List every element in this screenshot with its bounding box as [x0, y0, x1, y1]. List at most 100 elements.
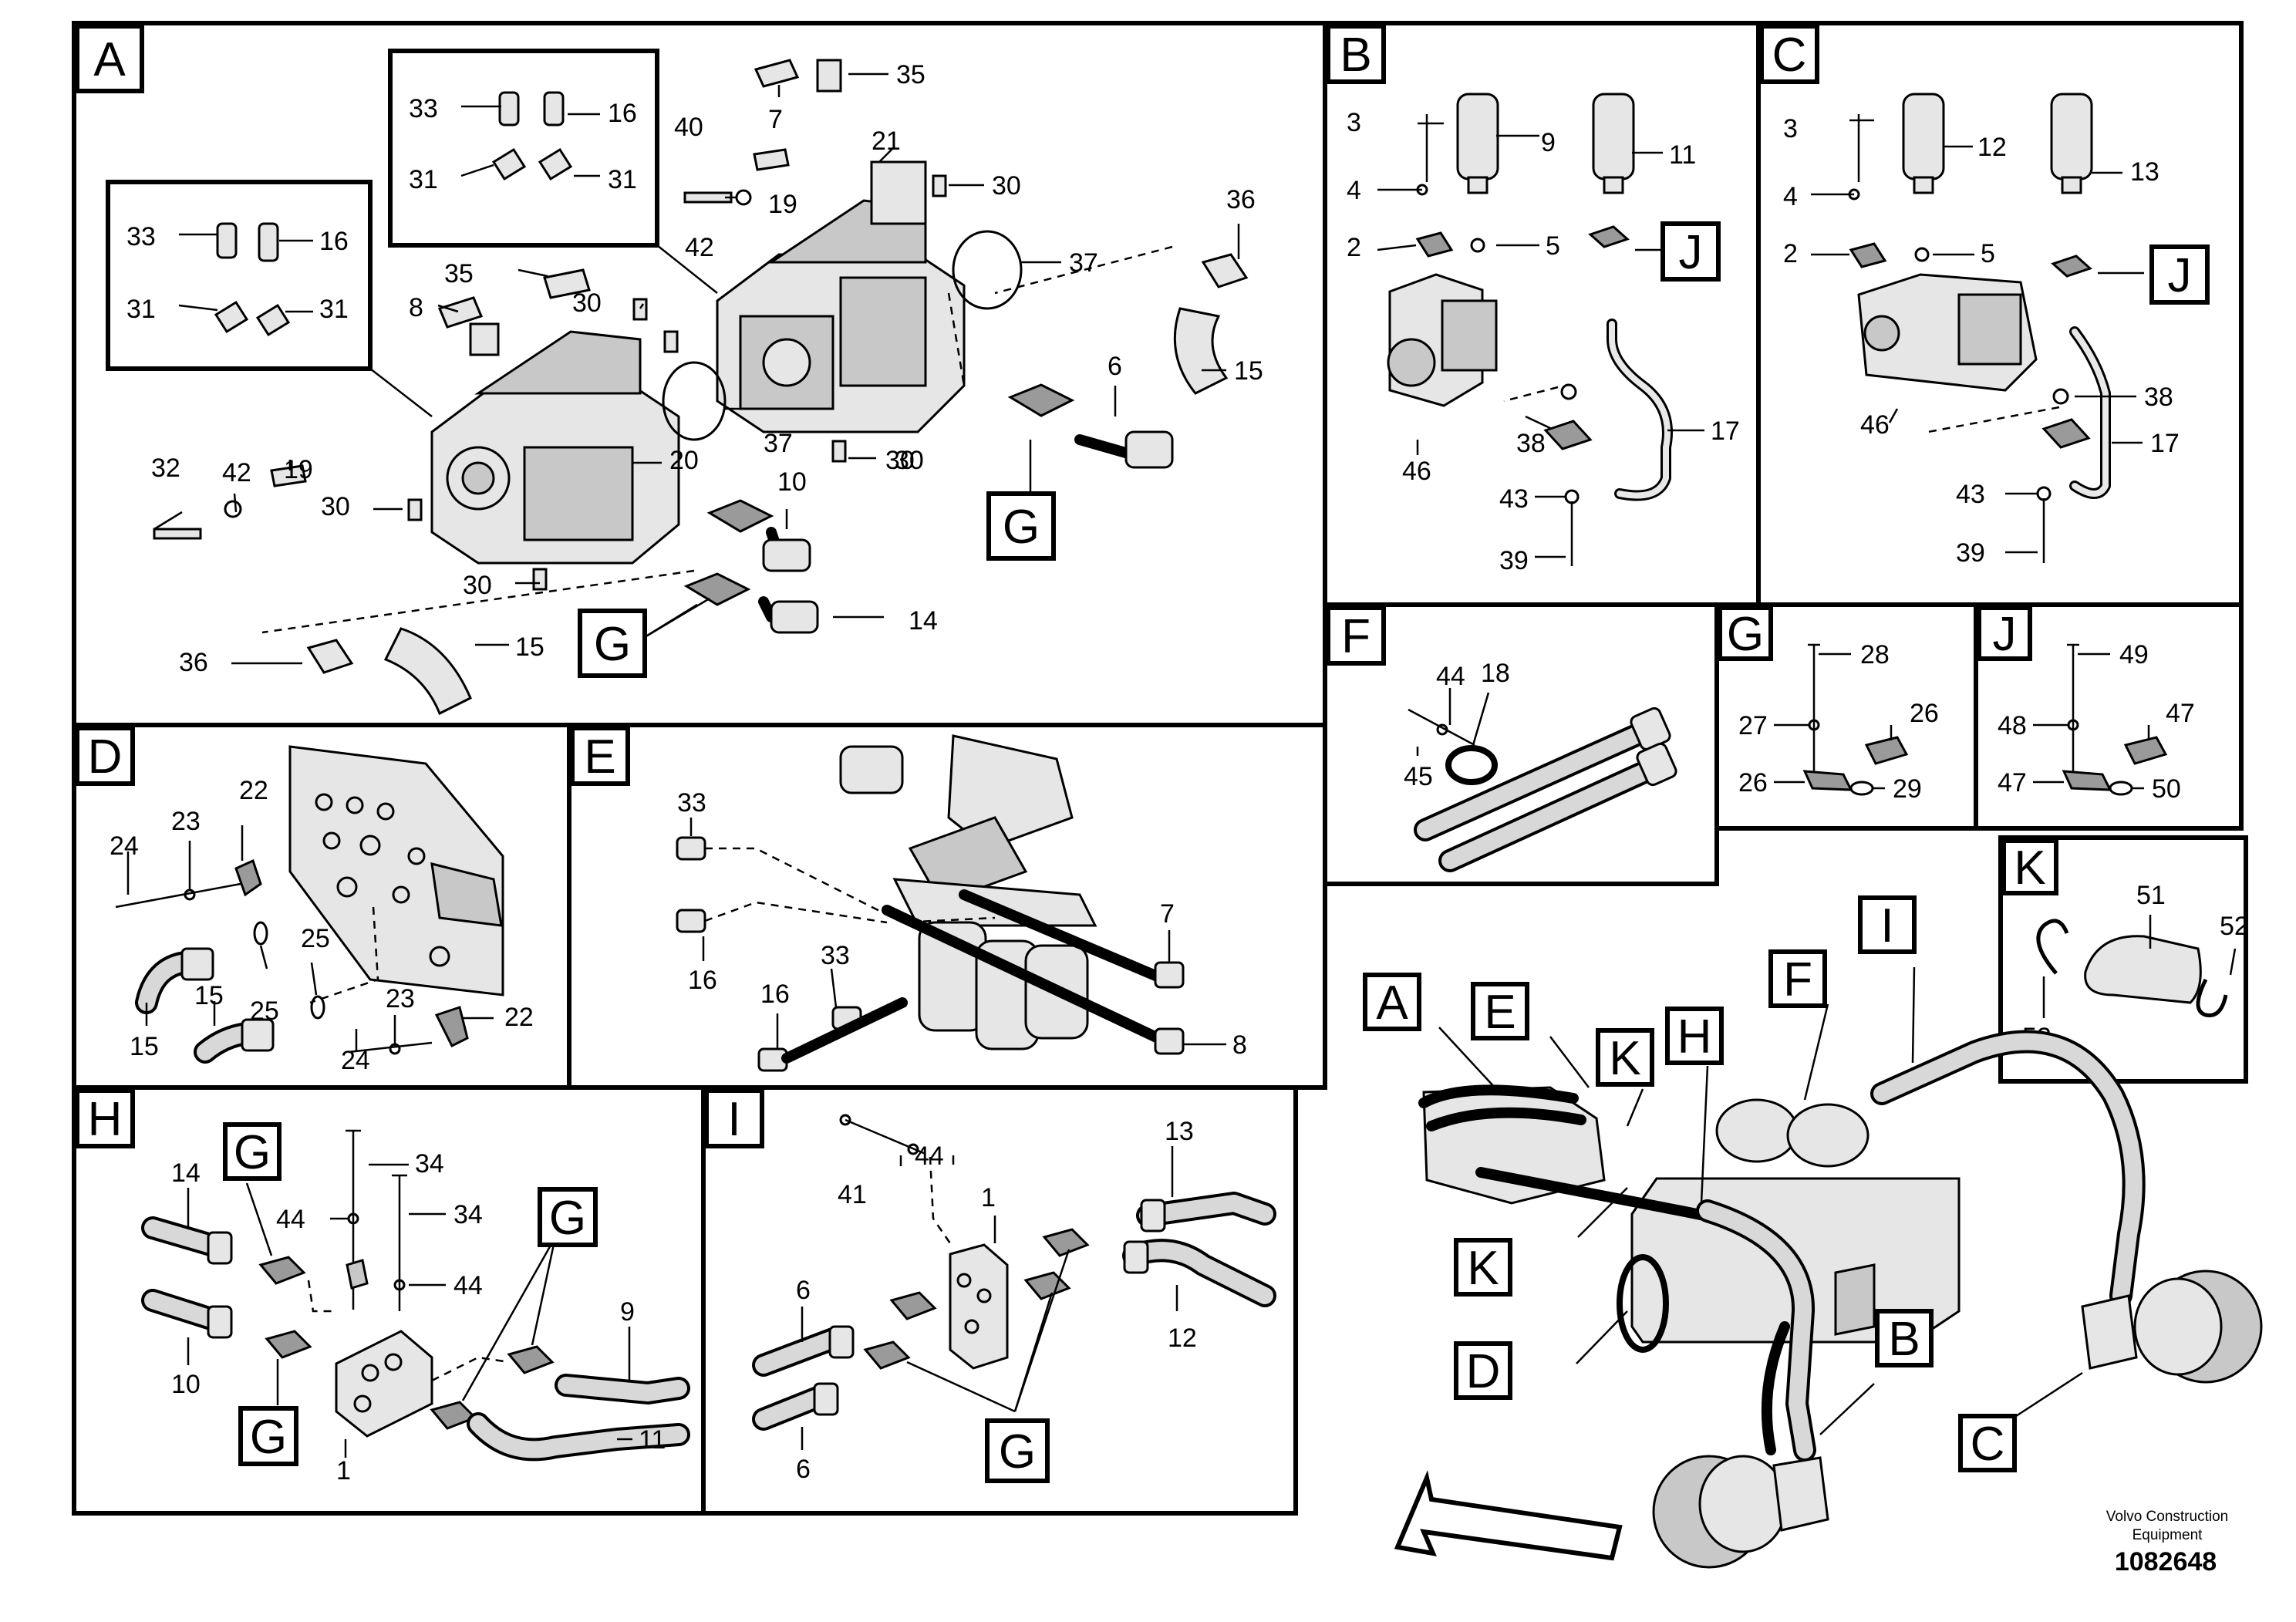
panel-label-h-text: H — [88, 1093, 123, 1146]
panel-label-h: H — [75, 1088, 135, 1148]
callout-b-3: 4 — [1347, 176, 1361, 205]
callout-h-1-boxed-text: G — [234, 1126, 271, 1179]
callout-a-18: 37 — [1069, 248, 1098, 278]
panel-label-d: D — [75, 726, 135, 786]
overview-label-8-box — [1875, 1309, 1934, 1367]
callout-i-0: 41 — [838, 1180, 867, 1209]
callout-k-1: 52 — [2220, 912, 2249, 941]
panel-label-a: A — [75, 24, 144, 93]
callout-j-0: 49 — [2119, 640, 2149, 669]
overview-label-6: K — [1454, 1238, 1512, 1297]
half-flange-47-j2 — [2123, 736, 2168, 765]
inset-left-fittings — [214, 222, 291, 337]
inset-leader-upper — [656, 244, 718, 294]
callout-a-14: 42 — [685, 233, 714, 262]
panel-a: 3316313133163131357402130194235830373630… — [106, 49, 1263, 716]
panel-label-g-text: G — [1727, 608, 1764, 661]
callout-a-6: 31 — [126, 295, 156, 324]
overview-label-3-text: H — [1677, 1010, 1712, 1064]
callout-i-7-boxed: G — [985, 1418, 1050, 1483]
callout-a-27: 6 — [1108, 352, 1122, 381]
overview-label-1-text: E — [1484, 986, 1515, 1039]
callout-f-2: 45 — [1404, 762, 1433, 791]
callout-a-35-boxed-text: G — [1003, 501, 1040, 554]
callout-a-4: 33 — [126, 222, 156, 251]
callout-a-36-boxed-box — [578, 609, 647, 678]
hose-13-end — [2050, 93, 2093, 180]
callout-e-4: 7 — [1160, 899, 1175, 929]
callout-c-6-boxed-text: J — [2168, 249, 2192, 302]
panel-label-b: B — [1326, 24, 1386, 84]
callout-j-3: 47 — [1998, 768, 2027, 798]
flange-g-h3 — [507, 1345, 555, 1374]
half-flange-47-j1 — [2062, 770, 2112, 791]
inset-leader-left — [369, 368, 433, 417]
overview-label-5: I — [1858, 895, 1917, 954]
callout-a-11: 21 — [872, 126, 901, 156]
callout-h-1-boxed-box — [223, 1122, 282, 1181]
callout-h-10: 1 — [336, 1456, 351, 1485]
panel-label-k-box — [2001, 838, 2058, 895]
flange-b-lower — [1543, 420, 1593, 450]
callout-j-2: 47 — [2166, 699, 2195, 728]
callout-b-6-boxed-text: J — [1679, 226, 1703, 279]
overview-label-7-box — [1454, 1341, 1512, 1400]
callout-i-3: 1 — [981, 1183, 996, 1212]
panel-label-a-text: A — [93, 33, 126, 86]
callout-j-4: 50 — [2152, 774, 2181, 804]
callout-a-35-boxed-box — [986, 491, 1056, 561]
panel-label-f: F — [1326, 605, 1386, 666]
panel-label-d-box — [75, 726, 135, 786]
callout-a-21: 19 — [284, 455, 313, 484]
o-ring-25-lower — [310, 995, 325, 1020]
solenoid-e — [839, 745, 904, 794]
dash-i — [929, 1156, 952, 1244]
callout-d-5: 25 — [250, 996, 279, 1026]
callout-g-0: 28 — [1860, 640, 1890, 669]
panel-label-b-text: B — [1340, 29, 1371, 82]
dash-b — [1503, 386, 1559, 403]
hose-9-end — [1456, 93, 1499, 180]
overview-label-0: A — [1363, 973, 1421, 1031]
callout-b-9: 17 — [1711, 416, 1740, 446]
callout-a-19: 36 — [1226, 185, 1256, 214]
callout-i-7-boxed-text: G — [999, 1425, 1036, 1479]
callout-h-6: 44 — [453, 1271, 483, 1300]
panel-label-c-box — [1759, 24, 1819, 84]
overview-label-3: H — [1665, 1007, 1724, 1065]
pipe-8-e — [882, 905, 1170, 1047]
callout-c-6-boxed: J — [2149, 244, 2210, 305]
callout-a-5: 16 — [319, 227, 349, 256]
lower-pump-body — [430, 330, 680, 565]
dash-d — [309, 906, 379, 1004]
callout-d-8: 24 — [341, 1046, 370, 1075]
overview-label-9-text: C — [1971, 1418, 2005, 1471]
callout-h-1-boxed: G — [223, 1122, 282, 1181]
bolt-24-d1 — [115, 882, 241, 909]
panel-label-f-text: F — [1341, 610, 1371, 663]
callout-a-17: 30 — [572, 288, 602, 318]
callout-h-9-boxed: G — [238, 1406, 298, 1466]
panel-label-f-box — [1326, 605, 1386, 666]
callout-b-8: 38 — [1516, 429, 1546, 458]
callout-h-0: 14 — [171, 1158, 201, 1188]
overview-motor-1 — [1715, 1098, 1799, 1163]
dash-h2 — [431, 1356, 510, 1382]
callout-c-11: 39 — [1956, 538, 1985, 568]
callout-d-0: 22 — [239, 776, 268, 805]
callout-a-20: 30 — [885, 446, 915, 475]
callout-a-34: 15 — [515, 632, 544, 662]
upper-pump-body — [716, 160, 966, 433]
bolt-45-f — [1408, 708, 1475, 747]
callout-e-0: 33 — [677, 788, 706, 818]
callout-d-7: 23 — [386, 984, 415, 1013]
flange-g-h1 — [258, 1256, 306, 1285]
overview-label-7: D — [1454, 1341, 1512, 1400]
callout-h-8: 9 — [620, 1297, 635, 1327]
